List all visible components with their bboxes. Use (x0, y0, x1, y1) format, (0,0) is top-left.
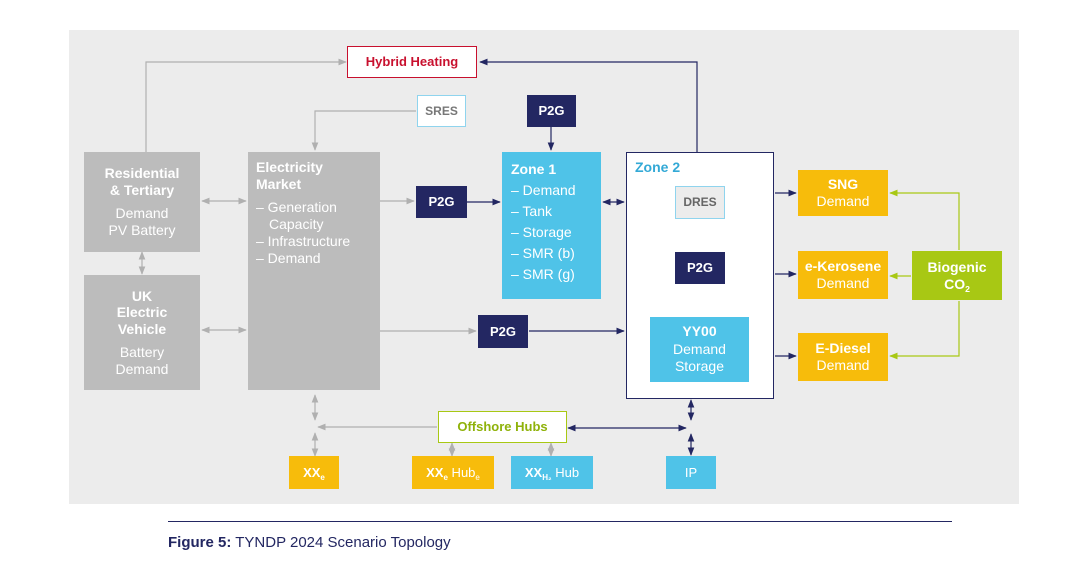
sres-box: SRES (417, 95, 466, 127)
e-kerosene-title: e-Kerosene (804, 258, 882, 275)
p2g-label: P2G (489, 323, 516, 339)
caption-label: Figure 5: (168, 534, 232, 551)
ev-title-1: UK (131, 287, 153, 304)
xx-e-main: XX (303, 464, 321, 480)
ev-line-1: Battery (119, 343, 165, 360)
e-diesel-title: E-Diesel (815, 340, 871, 357)
uk-ev-box: UK Electric Vehicle Battery Demand (84, 275, 200, 390)
residential-tertiary-box: Residential & Tertiary Demand PV Battery (84, 152, 200, 252)
zone1-title: Zone 1 (511, 161, 557, 177)
p2g-box-zone2: P2G (675, 252, 725, 284)
residential-line-1: Demand (115, 205, 169, 221)
xx-e-sub: e (320, 472, 325, 482)
market-item-demand: – Demand (256, 250, 321, 267)
zone1-item-demand: – Demand (511, 182, 576, 198)
xx-h2-hub-suffix: Hub (551, 464, 580, 480)
xx-h2-hub-box: XXH₂ Hub (511, 456, 593, 489)
p2g-label: P2G (538, 103, 565, 119)
p2g-label: P2G (428, 194, 455, 210)
zone1-box: Zone 1 – Demand – Tank – Storage – SMR (… (502, 152, 601, 299)
dres-label: DRES (683, 195, 717, 210)
ev-line-2: Demand (115, 360, 169, 377)
biogenic-co2-box: Biogenic CO2 (912, 251, 1002, 300)
co2-label: CO (944, 275, 966, 292)
xx-e-box: XXe (289, 456, 339, 489)
xx-h2-hub-sub: H₂ (542, 472, 552, 482)
p2g-box-mid: P2G (416, 186, 467, 218)
xx-e-hub-suffix-sub: e (475, 472, 480, 482)
sng-line: Demand (816, 193, 870, 209)
zone1-item-tank: – Tank (511, 203, 552, 219)
dres-box: DRES (675, 186, 725, 219)
residential-title-2: & Tertiary (109, 182, 175, 199)
electricity-market-box: Electricity Market – Generation Capacity… (248, 152, 380, 390)
yy00-line-2: Storage (674, 358, 725, 375)
biogenic-title: Biogenic (927, 258, 987, 275)
e-kerosene-line: Demand (816, 275, 870, 291)
sng-box: SNG Demand (798, 170, 888, 216)
hybrid-heating-box: Hybrid Heating (347, 46, 477, 78)
market-item-generation: – Generation (256, 199, 337, 216)
ip-box: IP (666, 456, 716, 489)
ev-title-2: Electric (116, 304, 168, 321)
zone1-item-storage: – Storage (511, 224, 572, 240)
edge-residential-to-hybrid (145, 58, 347, 152)
market-title-1: Electricity (256, 159, 323, 175)
p2g-box-lower: P2G (478, 315, 528, 348)
offshore-hubs-box: Offshore Hubs (438, 411, 567, 443)
figure-caption: Figure 5: TYNDP 2024 Scenario Topology (168, 534, 451, 551)
market-item-infrastructure: – Infrastructure (256, 233, 351, 250)
hybrid-heating-label: Hybrid Heating (365, 54, 459, 70)
residential-line-2: PV Battery (108, 221, 176, 238)
yy00-box: YY00 Demand Storage (650, 317, 749, 382)
yy00-line-1: Demand (673, 340, 726, 357)
sng-title: SNG (827, 176, 859, 193)
xx-e-hub-suffix: Hub (447, 464, 476, 480)
zone1-item-smr-g: – SMR (g) (511, 266, 575, 282)
xx-e-hub-box: XXe Hube (412, 456, 494, 489)
zone2-title: Zone 2 (635, 159, 681, 175)
edge-zone2-to-hybrid (479, 58, 698, 152)
caption-divider (168, 521, 952, 522)
xx-e-hub-sub: e (443, 472, 448, 482)
p2g-label: P2G (686, 260, 713, 276)
e-kerosene-box: e-Kerosene Demand (798, 251, 888, 299)
market-title-2: Market (256, 176, 302, 193)
co2-subscript: 2 (965, 283, 970, 294)
p2g-box-top: P2G (527, 95, 576, 127)
ip-label: IP (684, 464, 698, 480)
xx-e-hub-main: XX (426, 464, 444, 480)
edge-biogenic-to-diesel (889, 301, 960, 360)
e-diesel-box: E-Diesel Demand (798, 333, 888, 381)
e-diesel-line: Demand (816, 357, 870, 373)
yy00-title: YY00 (682, 322, 717, 339)
caption-text: TYNDP 2024 Scenario Topology (231, 534, 451, 551)
residential-title-1: Residential (104, 165, 180, 182)
zone1-item-smr-b: – SMR (b) (511, 245, 575, 261)
edge-sres-to-market (311, 110, 416, 151)
offshore-hubs-label: Offshore Hubs (457, 419, 548, 435)
ev-title-3: Vehicle (117, 321, 167, 338)
market-item-capacity: Capacity (269, 216, 324, 233)
sres-label: SRES (425, 103, 458, 118)
edge-biogenic-to-sng (889, 189, 960, 250)
xx-h2-hub-main: XX (524, 464, 543, 480)
